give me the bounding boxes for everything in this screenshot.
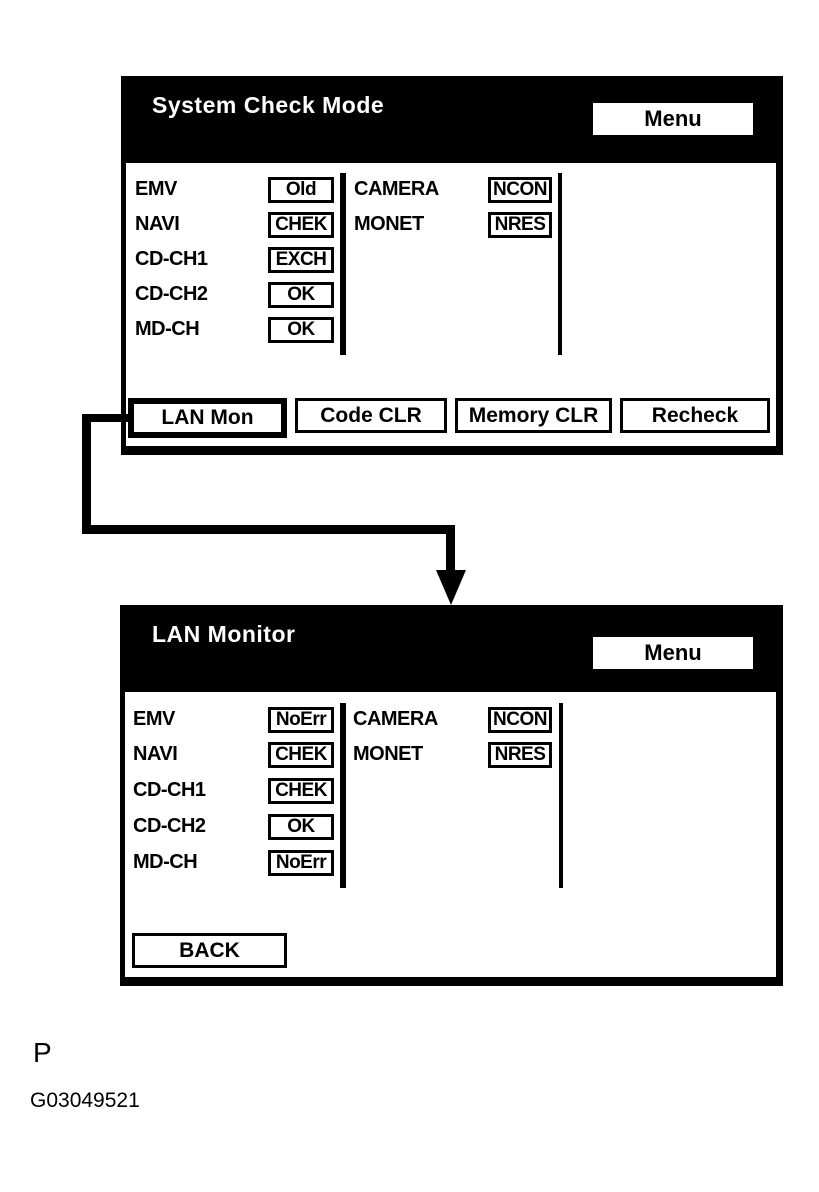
flow-arrow-horizontal [82,525,455,534]
status-box-emv: NoErr [268,707,334,733]
page-title: System Check Mode [152,92,385,118]
status-box-md-ch: OK [268,317,334,343]
row-label-camera: CAMERA [353,708,438,730]
status-box-navi: CHEK [268,212,334,238]
titlebar: LAN Monitor Menu [125,610,776,692]
row-label-emv: EMV [133,708,175,730]
row-label-md-ch: MD-CH [135,318,200,340]
row-label-emv: EMV [135,178,177,200]
column-divider [340,173,346,355]
status-box-monet: NRES [488,742,552,768]
row-label-navi: NAVI [135,213,180,235]
status-box-cd-ch1: CHEK [268,778,334,804]
row-label-md-ch: MD-CH [133,851,198,873]
status-box-md-ch: NoErr [268,850,334,876]
back-button[interactable]: BACK [132,933,287,968]
status-box-monet: NRES [488,212,552,238]
status-box-navi: CHEK [268,742,334,768]
status-box-cd-ch1: EXCH [268,247,334,273]
figure-code: G03049521 [30,1089,140,1112]
status-box-camera: NCON [488,707,552,733]
flow-arrow-vertical-2 [446,525,455,575]
menu-button[interactable]: Menu [593,637,753,669]
status-box-emv: Old [268,177,334,203]
column-divider [559,703,563,888]
lan-mon-button[interactable]: LAN Mon [128,398,287,438]
column-divider [340,703,346,888]
titlebar: System Check Mode Menu [126,81,776,163]
status-box-camera: NCON [488,177,552,203]
status-box-cd-ch2: OK [268,814,334,840]
figure-letter: P [33,1037,52,1068]
row-label-cd-ch1: CD-CH1 [133,779,206,801]
flow-arrow-vertical-1 [82,414,91,534]
flow-arrow-head-icon [436,570,466,605]
row-label-monet: MONET [354,213,424,235]
memory-clr-button[interactable]: Memory CLR [455,398,612,433]
row-label-cd-ch2: CD-CH2 [135,283,208,305]
flow-arrow-stub [86,414,134,422]
code-clr-button[interactable]: Code CLR [295,398,447,433]
system-check-mode-screen: System Check Mode Menu EMV NAVI CD-CH1 C… [121,76,783,455]
column-divider [558,173,562,355]
lan-monitor-screen: LAN Monitor Menu EMV NAVI CD-CH1 CD-CH2 … [120,605,783,986]
status-box-cd-ch2: OK [268,282,334,308]
row-label-monet: MONET [353,743,423,765]
row-label-camera: CAMERA [354,178,439,200]
row-label-navi: NAVI [133,743,178,765]
menu-button[interactable]: Menu [593,103,753,135]
row-label-cd-ch2: CD-CH2 [133,815,206,837]
row-label-cd-ch1: CD-CH1 [135,248,208,270]
page-title: LAN Monitor [152,621,296,647]
recheck-button[interactable]: Recheck [620,398,770,433]
